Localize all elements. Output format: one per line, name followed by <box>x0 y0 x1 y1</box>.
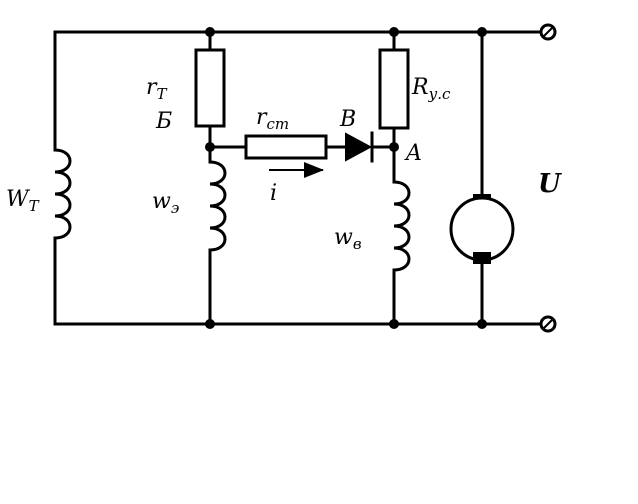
label-coil-w-v: wв <box>334 225 362 253</box>
junction-dot-bottom-gen <box>477 319 487 329</box>
label-voltage-u: U <box>538 169 562 199</box>
label-diode-b: В <box>339 107 356 132</box>
junction-dot-top-gen <box>477 27 487 37</box>
junction-dot-bottom-mid <box>205 319 215 329</box>
coil-w-t <box>53 148 72 240</box>
resistor-r-st <box>244 134 328 160</box>
terminal-bottom-slash <box>542 318 554 330</box>
coil-w-e <box>208 160 227 252</box>
label-coil-w-e: wэ <box>152 189 179 217</box>
label-node-b: Б <box>155 109 172 134</box>
junction-dot-bottom-right <box>389 319 399 329</box>
junction-dot-top-right <box>389 27 399 37</box>
junction-dot-node-b <box>205 142 215 152</box>
junction-dot-top-mid <box>205 27 215 37</box>
label-node-a: A <box>404 141 422 166</box>
junction-dot-node-a <box>389 142 399 152</box>
label-resistor-r-st: rст <box>256 105 289 133</box>
diode-b <box>345 132 373 162</box>
generator-u <box>449 196 515 262</box>
label-current-i: i <box>270 181 277 206</box>
resistor-r-us <box>378 48 410 130</box>
label-resistor-r-us: Rу.с <box>411 75 451 103</box>
label-resistor-r-t: rT <box>146 75 168 103</box>
coil-w-v <box>392 180 411 272</box>
terminal-top-slash <box>542 26 554 38</box>
resistor-r-t <box>194 48 226 128</box>
label-coil-w-t: WT <box>6 187 40 215</box>
generator-brush-bottom <box>473 252 491 264</box>
